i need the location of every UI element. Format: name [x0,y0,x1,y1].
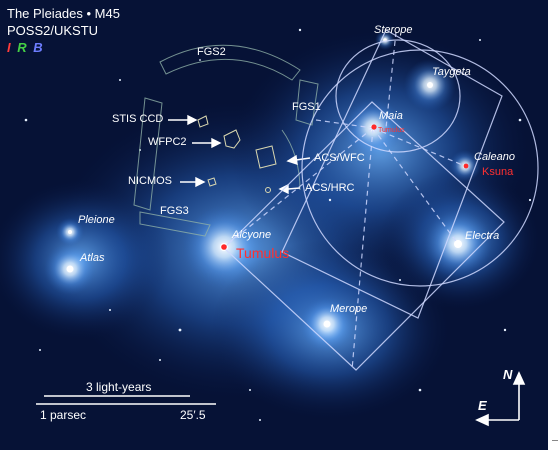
instrument-label-stis-ccd: STIS CCD [112,113,164,125]
star-label-electra: Electra [465,230,500,242]
geometry-overlay [223,29,539,371]
faint-stars [24,28,532,421]
survey-name: POSS2/UKSTU [7,23,99,38]
star-label-atlas: Atlas [80,252,105,264]
band-r: R [17,40,27,55]
tumulus-label-caleano: Ksuna [482,166,514,178]
image-title: The Pleiades • M45 [7,6,120,21]
instrument-label-nicmos: NICMOS [128,175,172,187]
band-b: B [33,40,43,55]
instrument-label-fgs1: FGS1 [292,101,321,113]
compass-east: E [478,398,487,413]
pleiades-sky-image [0,0,548,450]
star-label-sterope: Sterope [374,24,413,36]
frame-edge-mark [552,440,558,441]
tumulus-label-alcyone: Tumulus [236,245,290,261]
compass-arrows [475,371,526,427]
scale-bars [36,395,216,405]
band-legend: I R B [7,41,43,55]
instrument-label-wfpc2: WFPC2 [148,136,187,148]
band-i: I [7,40,11,55]
instrument-apertures [197,115,277,193]
instrument-label-fgs3: FGS3 [160,205,189,217]
fgs-outlines [133,44,319,237]
scale-label-arcmin: 25′.5 [180,408,206,422]
tumulus-markers [221,124,469,250]
instrument-label-fgs2: FGS2 [197,46,226,58]
scale-label-light-years: 3 light-years [86,380,152,394]
instrument-label-acs-hrc: ACS/HRC [305,182,355,194]
compass-north: N [503,367,513,382]
star-label-maia: Maia [379,110,403,122]
tumulus-label-maia: Tumulus [378,127,405,134]
scale-label-parsec: 1 parsec [40,408,87,422]
star-label-alcyone: Alcyone [232,229,272,241]
star-label-taygeta: Taygeta [432,66,471,78]
star-label-merope: Merope [330,303,368,315]
instrument-label-acs-wfc: ACS/WFC [314,152,365,164]
star-label-caleano: Caleano [474,151,515,163]
star-label-pleione: Pleione [78,214,115,226]
